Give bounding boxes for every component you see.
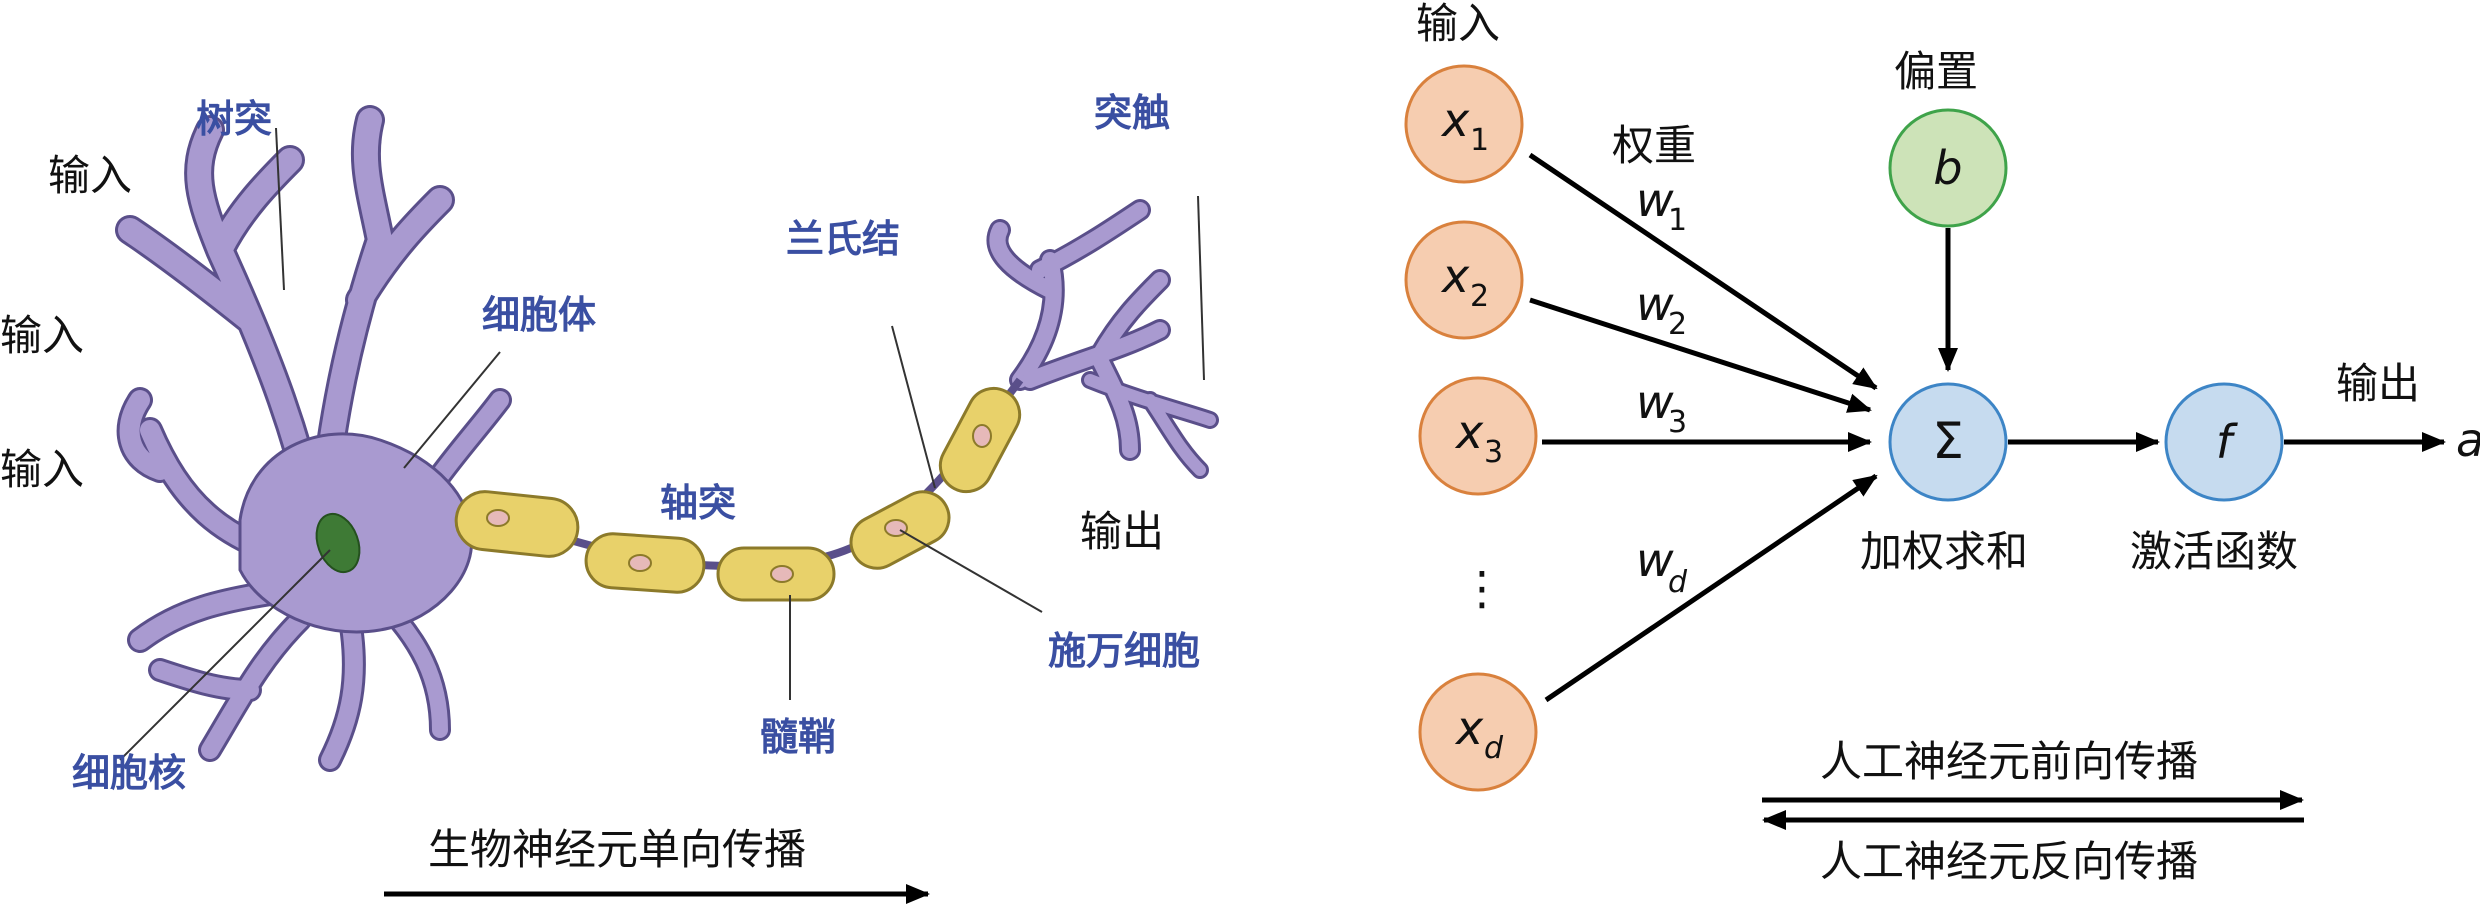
svg-text:w: w <box>1636 533 1674 587</box>
soma-label: 细胞体 <box>482 293 596 337</box>
weight-w3: w 3 <box>1636 375 1687 440</box>
svg-text:x: x <box>1440 93 1470 147</box>
output-symbol: a <box>2456 413 2480 467</box>
svg-text:d: d <box>1484 731 1504 766</box>
weight-label: 权重 <box>1612 121 1696 170</box>
input-node-x2: x 2 <box>1404 220 1524 340</box>
leader-lines <box>119 127 1205 761</box>
activation-node: f <box>2164 382 2284 502</box>
backward-caption: 人工神经元反向传播 <box>1820 837 2198 886</box>
input-ellipsis: ⋮ <box>1459 561 1505 615</box>
svg-text:2: 2 <box>1470 279 1489 314</box>
bias-node: b <box>1888 108 2008 228</box>
svg-text:x: x <box>1454 701 1484 755</box>
ann-input-label: 输入 <box>1416 0 1500 48</box>
node-of-ranvier-label: 兰氏结 <box>786 217 900 261</box>
synapse-label: 突触 <box>1094 91 1170 135</box>
svg-text:Σ: Σ <box>1932 412 1964 470</box>
axon-label: 轴突 <box>660 481 736 525</box>
dendrite-label: 树突 <box>196 97 272 141</box>
svg-text:1: 1 <box>1470 123 1489 158</box>
weight-w2: w 2 <box>1636 277 1687 342</box>
ann-output-label: 输出 <box>2336 359 2420 408</box>
activation-label: 激活函数 <box>2130 527 2298 576</box>
input-label-3: 输入 <box>0 445 84 494</box>
input-label-1: 输入 <box>48 151 132 200</box>
summation-node: Σ <box>1888 382 2008 502</box>
weight-w1: w 1 <box>1636 173 1687 238</box>
nucleus-label: 细胞核 <box>72 751 186 795</box>
svg-text:1: 1 <box>1668 203 1687 238</box>
forward-caption: 人工神经元前向传播 <box>1820 737 2198 786</box>
svg-text:3: 3 <box>1484 435 1503 470</box>
bio-caption: 生物神经元单向传播 <box>428 825 806 874</box>
input-node-xd: x d <box>1418 672 1538 792</box>
myelin-label: 髓鞘 <box>760 715 836 759</box>
svg-text:d: d <box>1668 565 1688 600</box>
svg-text:x: x <box>1440 249 1470 303</box>
input-node-x3: x 3 <box>1418 376 1538 496</box>
weight-wd: w d <box>1636 533 1688 600</box>
sum-label: 加权求和 <box>1860 527 2028 576</box>
svg-text:2: 2 <box>1668 307 1687 342</box>
svg-text:3: 3 <box>1668 405 1687 440</box>
input-label-2: 输入 <box>0 311 84 360</box>
svg-text:b: b <box>1933 141 1962 195</box>
myelin-sheaths <box>454 386 1022 602</box>
ann-connections <box>1528 152 2446 703</box>
svg-text:x: x <box>1454 405 1484 459</box>
schwann-cell-label: 施万细胞 <box>1048 629 1200 673</box>
nucleus <box>315 512 361 574</box>
input-node-x1: x 1 <box>1404 64 1524 184</box>
bias-label: 偏置 <box>1894 47 1978 96</box>
svg-text:w: w <box>1636 375 1674 429</box>
bio-output-label: 输出 <box>1080 507 1164 556</box>
svg-text:w: w <box>1636 277 1674 331</box>
svg-text:w: w <box>1636 173 1674 227</box>
biological-neuron <box>115 105 1219 772</box>
